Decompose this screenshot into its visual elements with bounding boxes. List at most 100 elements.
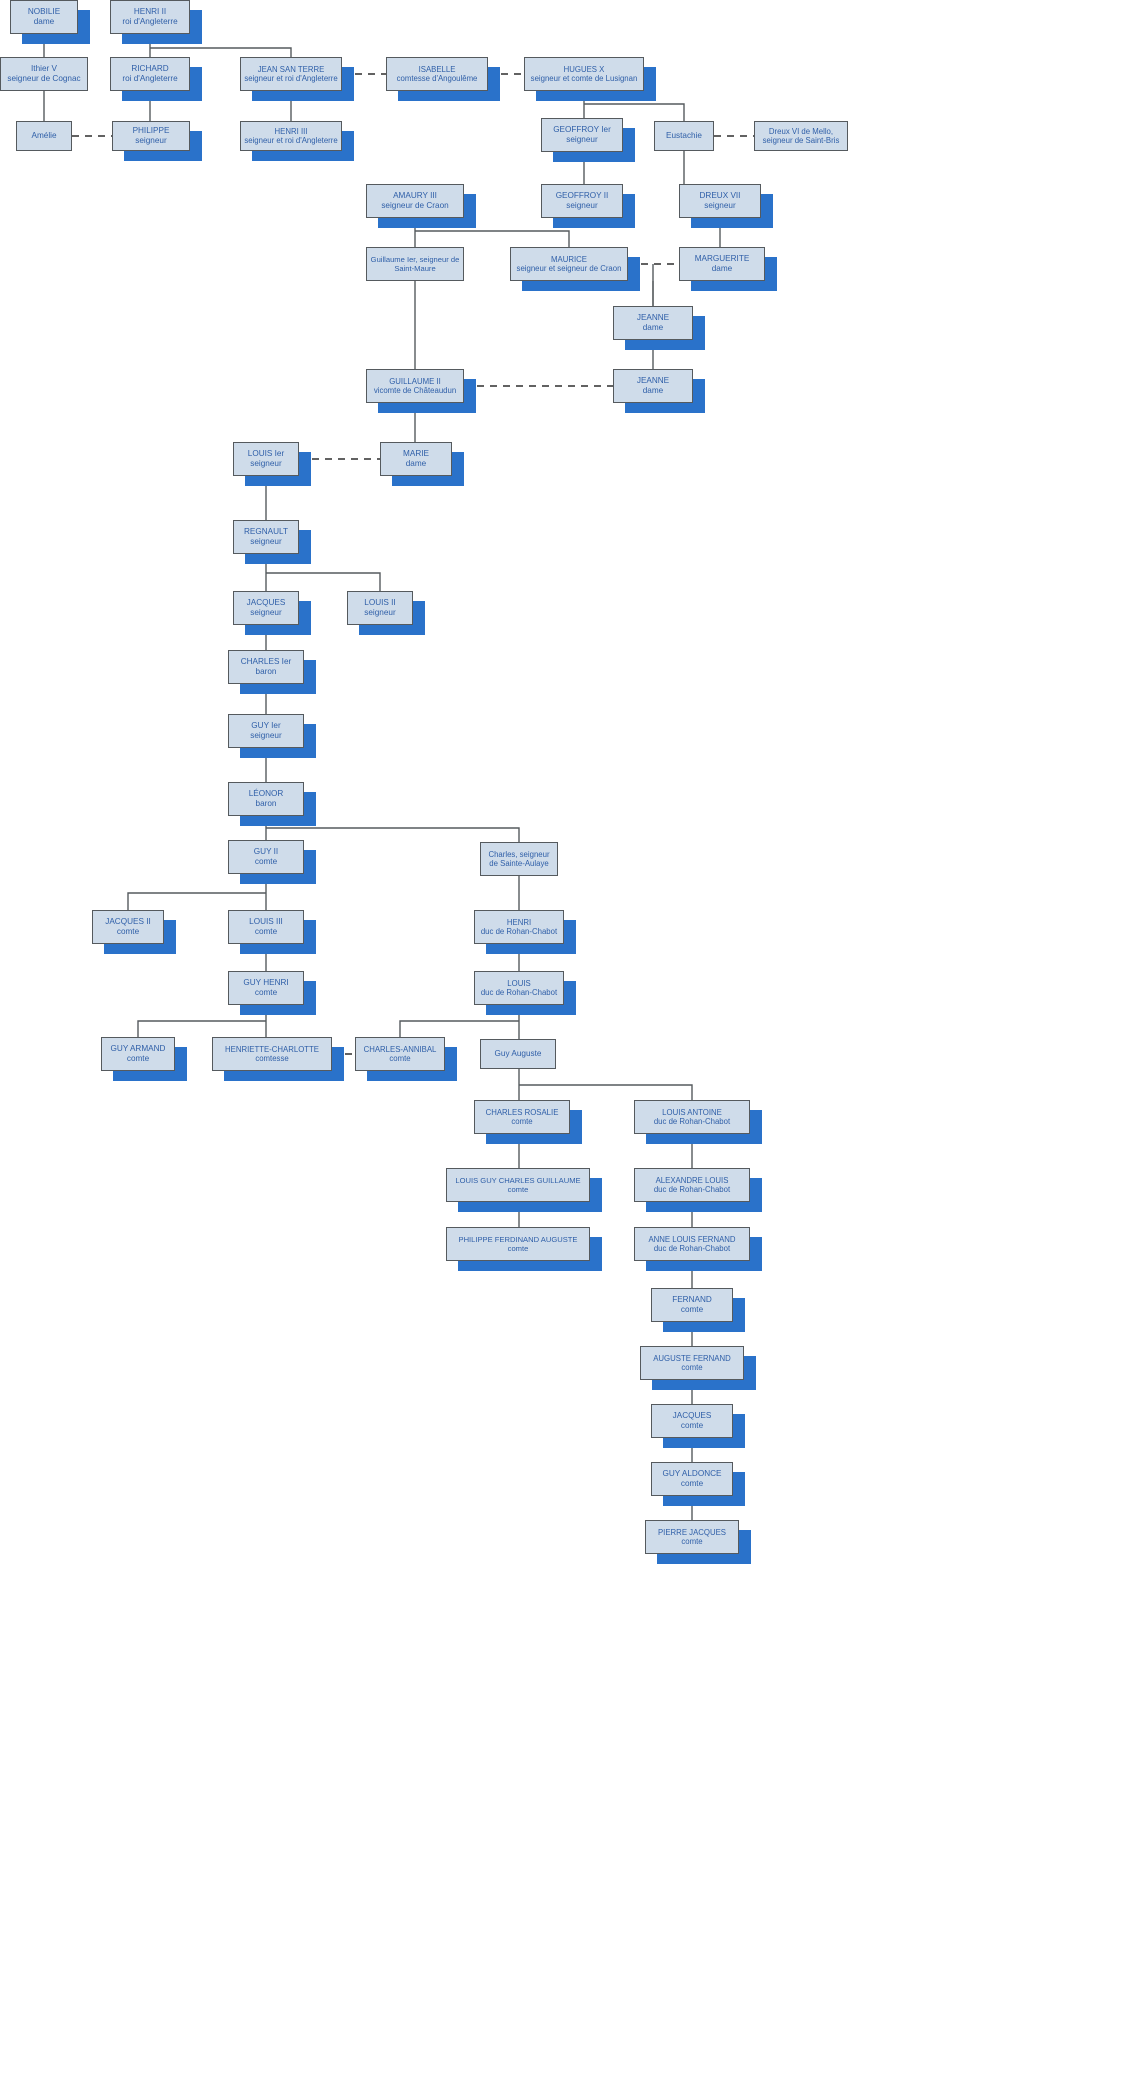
person-name: LOUIS Ier bbox=[247, 449, 285, 458]
person-title: roi d'Angleterre bbox=[122, 74, 178, 83]
person-name: Eustachie bbox=[666, 131, 702, 140]
person-name: FERNAND bbox=[672, 1295, 712, 1304]
person-name: CHARLES Ier bbox=[240, 657, 292, 666]
person-node-guyauguste[interactable]: Guy Auguste bbox=[480, 1039, 556, 1069]
person-name: REGNAULT bbox=[244, 527, 288, 536]
connector-line bbox=[266, 572, 381, 591]
person-title: seigneur de Saint-Bris bbox=[762, 136, 840, 145]
person-title: seigneur bbox=[250, 608, 282, 617]
person-title: comtesse bbox=[255, 1054, 289, 1063]
person-title: seigneur bbox=[566, 201, 598, 210]
person-node-amelie[interactable]: Amélie bbox=[16, 121, 72, 151]
person-name: CHARLES-ANNIBAL bbox=[363, 1044, 437, 1054]
person-name: JEAN SAN TERRE bbox=[257, 64, 325, 74]
person-title: seigneur de Cognac bbox=[7, 74, 81, 83]
person-name: GUY Ier bbox=[251, 721, 281, 730]
person-name: JEANNE bbox=[636, 376, 670, 385]
person-title: baron bbox=[255, 799, 277, 808]
person-name: GUY ALDONCE bbox=[662, 1469, 722, 1478]
person-title: comte bbox=[680, 1479, 704, 1488]
person-title: vicomte de Châteaudun bbox=[373, 386, 457, 395]
person-name: LOUIS bbox=[507, 978, 531, 988]
person-title: comte bbox=[254, 857, 278, 866]
person-name: MAURICE bbox=[551, 254, 587, 264]
person-title: Saint-Maure bbox=[394, 264, 436, 273]
person-title: dame bbox=[642, 386, 664, 395]
person-title: comte bbox=[680, 1421, 704, 1430]
person-name: Guillaume Ier, seigneur de bbox=[370, 254, 460, 264]
person-title: duc de Rohan-Chabot bbox=[653, 1117, 731, 1126]
person-name: LOUIS GUY CHARLES GUILLAUME bbox=[455, 1175, 581, 1185]
person-title: comte bbox=[254, 927, 278, 936]
person-name: GUY ARMAND bbox=[110, 1044, 166, 1053]
person-node-dreux6[interactable]: Dreux VI de Mello,seigneur de Saint-Bris bbox=[754, 121, 848, 151]
connector-line bbox=[137, 1020, 266, 1037]
person-name: LÉONOR bbox=[248, 789, 284, 798]
person-title: comte bbox=[511, 1117, 533, 1126]
person-title: comte bbox=[389, 1054, 411, 1063]
person-name: HENRI III bbox=[274, 126, 308, 136]
person-node-eustachie[interactable]: Eustachie bbox=[654, 121, 714, 151]
connector-line bbox=[519, 1084, 693, 1100]
person-title: seigneur bbox=[250, 731, 282, 740]
person-title: dame bbox=[711, 264, 733, 273]
connector-line bbox=[266, 827, 520, 842]
person-title: comte bbox=[681, 1537, 703, 1546]
person-name: CHARLES ROSALIE bbox=[485, 1107, 559, 1117]
person-title: comte bbox=[126, 1054, 150, 1063]
person-name: JACQUES bbox=[672, 1411, 712, 1420]
person-name: GEOFFROY Ier bbox=[553, 125, 611, 134]
person-name: MARIE bbox=[403, 449, 429, 458]
connector-line bbox=[584, 103, 685, 121]
